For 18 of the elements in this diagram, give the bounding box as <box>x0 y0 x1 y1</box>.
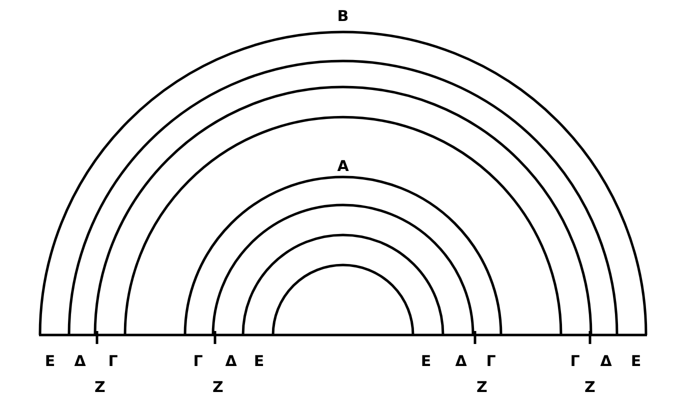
point-label: Δ <box>225 352 237 370</box>
point-label: Ε <box>44 352 56 370</box>
point-label: Ζ <box>94 378 106 396</box>
point-label: Α <box>337 157 349 175</box>
point-label: Ζ <box>476 378 488 396</box>
point-label: Ζ <box>584 378 596 396</box>
point-label: Ε <box>420 352 432 370</box>
point-label: Δ <box>600 352 612 370</box>
point-label: Β <box>337 7 349 25</box>
point-label: Γ <box>108 352 118 370</box>
point-label: Ε <box>630 352 642 370</box>
point-label: Γ <box>193 352 203 370</box>
point-label: Δ <box>74 352 86 370</box>
point-label: Γ <box>486 352 496 370</box>
point-label: Ε <box>254 352 264 370</box>
point-label: Δ <box>455 352 467 370</box>
point-label: Ζ <box>212 378 224 396</box>
point-label: Γ <box>570 352 580 370</box>
